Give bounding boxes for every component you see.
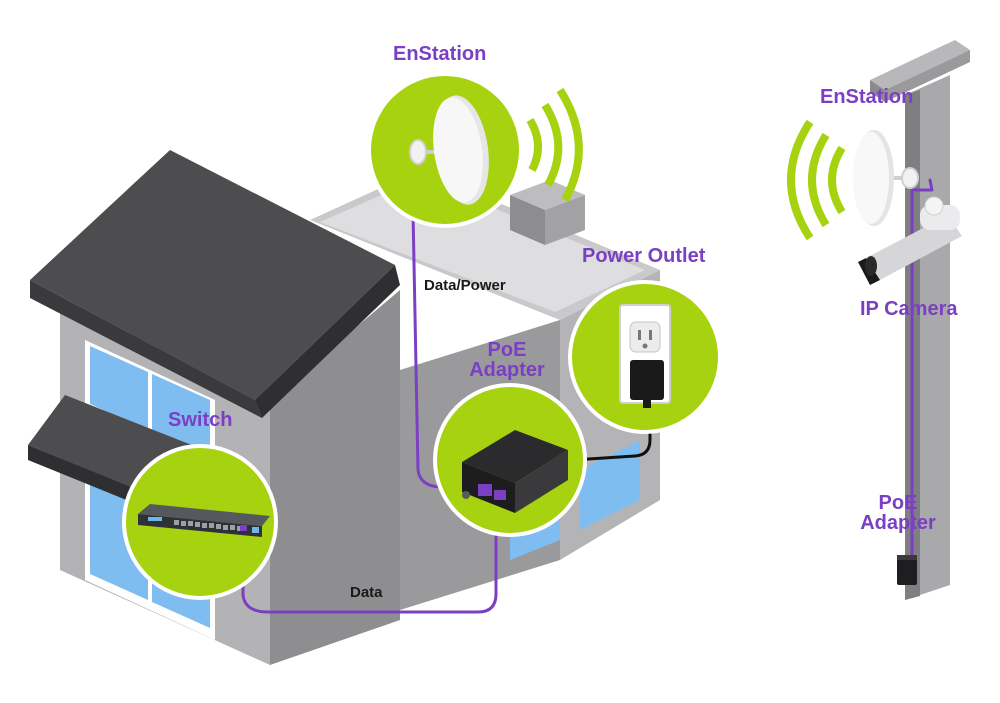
power-cord <box>572 398 652 462</box>
ip-camera-label: IP Camera <box>860 298 958 320</box>
poe-adapter-house-label-line2: Adapter <box>469 359 545 381</box>
network-switch-icon <box>138 504 270 537</box>
poe-adapter-pole-label-line2: Adapter <box>860 512 936 534</box>
enstation-house-callout <box>367 72 583 228</box>
switch-callout <box>122 444 278 600</box>
poe-adapter-house-label: PoE Adapter <box>462 340 552 380</box>
poe-adapter-pole-label-line1: PoE <box>878 492 918 514</box>
pole-cable <box>910 178 934 557</box>
front-house <box>28 150 400 665</box>
switch-label: Switch <box>168 409 233 431</box>
poe-adapter-pole-label: PoE Adapter <box>853 493 943 533</box>
power-plug-icon <box>630 360 664 408</box>
poe-adapter-icon <box>462 430 568 513</box>
data-power-cable-label: Data/Power <box>424 277 506 294</box>
power-outlet-callout <box>568 280 722 434</box>
wifi-signal-icon <box>526 87 583 202</box>
enstation-pole-label: EnStation <box>820 86 914 108</box>
power-outlet-label: Power Outlet <box>582 245 706 267</box>
enstation-house-label: EnStation <box>393 43 487 65</box>
data-cable-label: Data <box>350 584 383 601</box>
enstation-pole-device-icon <box>787 119 919 241</box>
poe-adapter-house-label-line1: PoE <box>487 339 527 361</box>
ip-camera-icon <box>858 196 962 285</box>
poe-adapter-house-callout <box>433 383 587 537</box>
enstation-device-icon <box>409 95 489 205</box>
poe-adapter-pole-icon <box>897 555 917 585</box>
data-cable <box>241 498 498 614</box>
